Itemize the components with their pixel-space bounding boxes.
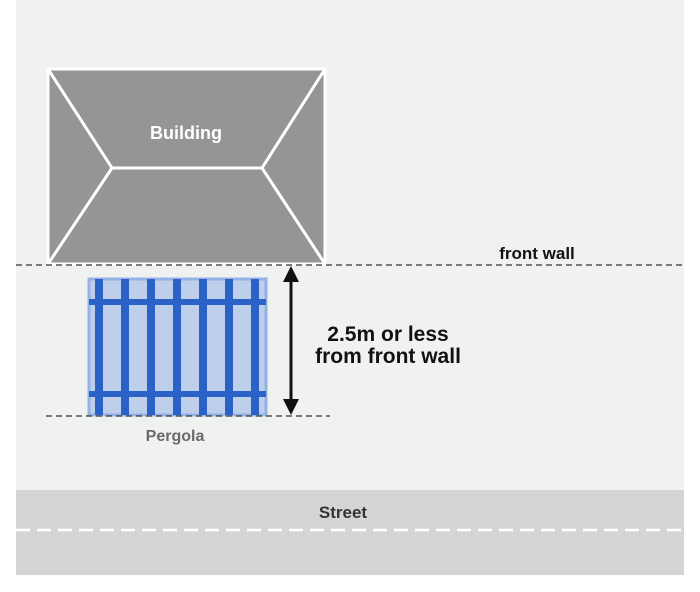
pergola-beam-top	[89, 299, 266, 305]
street-label: Street	[319, 503, 368, 522]
street: Street	[16, 490, 684, 575]
building: Building	[46, 67, 327, 266]
pergola-post	[225, 279, 233, 415]
distance-arrow	[283, 266, 299, 415]
distance-arrow-head-bottom	[283, 399, 299, 415]
distance-label-line2: from front wall	[315, 345, 461, 368]
front-wall-label: front wall	[499, 244, 575, 263]
building-label: Building	[150, 123, 222, 143]
pergola-posts	[95, 279, 259, 415]
pergola	[87, 277, 268, 417]
pergola-post	[147, 279, 155, 415]
pergola-beam-bottom	[89, 391, 266, 397]
roof-ridge	[46, 68, 327, 170]
street-band	[16, 490, 684, 575]
distance-arrow-head-top	[283, 266, 299, 282]
roof-hip-right	[260, 167, 327, 265]
pergola-post	[251, 279, 259, 415]
pergola-post	[199, 279, 207, 415]
roof-hip-left	[46, 167, 114, 265]
pergola-post	[95, 279, 103, 415]
distance-label-line1: 2.5m or less	[327, 323, 448, 346]
pergola-post	[173, 279, 181, 415]
pergola-label: Pergola	[146, 428, 205, 445]
pergola-post	[121, 279, 129, 415]
